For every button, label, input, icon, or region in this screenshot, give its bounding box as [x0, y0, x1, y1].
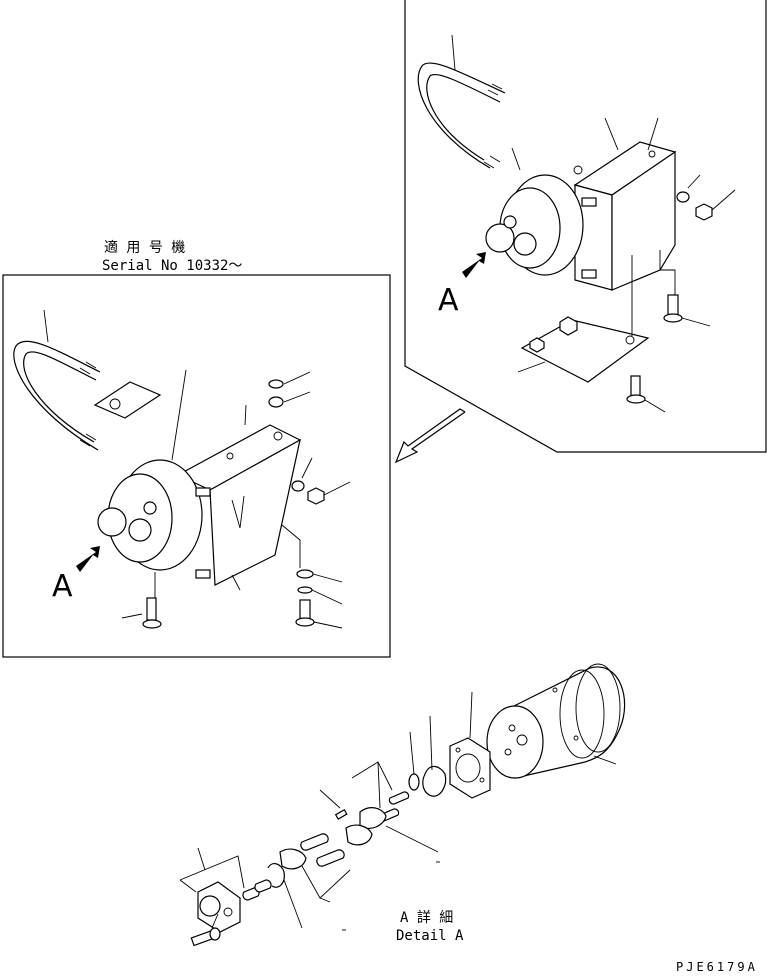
motor-body-top: [485, 147, 597, 279]
end-cover: [179, 847, 272, 933]
mount-plate-top: [517, 255, 666, 413]
u-bolt-middle: [13, 309, 101, 451]
key: [319, 789, 348, 820]
view-letter-top: A: [438, 283, 459, 318]
upper-pins: [351, 761, 439, 853]
snap-ring: [267, 863, 303, 929]
transfer-arrow: [394, 408, 466, 464]
middle-pins: [279, 824, 373, 903]
top-right-frame: [404, 0, 767, 453]
o-ring: [408, 731, 420, 791]
view-arrow-top: A: [438, 252, 486, 318]
drawing-code: PJE6179A: [676, 960, 758, 974]
middle-frame: [2, 274, 391, 658]
hardware-middle: [121, 371, 351, 629]
serial-caption: 適 用 号 機 Serial No 10332〜: [102, 239, 242, 274]
serial-caption-japanese: 適 用 号 機: [104, 239, 185, 256]
bottom-screw: [190, 913, 221, 947]
motor-body-middle: [97, 459, 241, 591]
u-bolt-top: [417, 34, 506, 169]
top-right-panel: A: [404, 0, 767, 453]
bracket-middle: [93, 369, 302, 586]
bracket-top: [573, 117, 677, 291]
hardware-top: [659, 174, 736, 327]
detail-caption-english: Detail A: [396, 928, 464, 944]
gasket: [422, 715, 447, 797]
view-letter-middle: A: [52, 569, 73, 604]
serial-caption-english: Serial No 10332〜: [102, 258, 242, 274]
detail-a-exploded: [179, 663, 626, 947]
detail-caption: A 詳 細 Detail A: [396, 910, 464, 944]
middle-panel: A: [2, 274, 391, 658]
motor-cylinder: [486, 663, 626, 779]
flange-plate: [449, 691, 491, 799]
detail-caption-japanese: A 詳 細: [400, 910, 453, 926]
view-arrow-middle: A: [52, 546, 100, 604]
